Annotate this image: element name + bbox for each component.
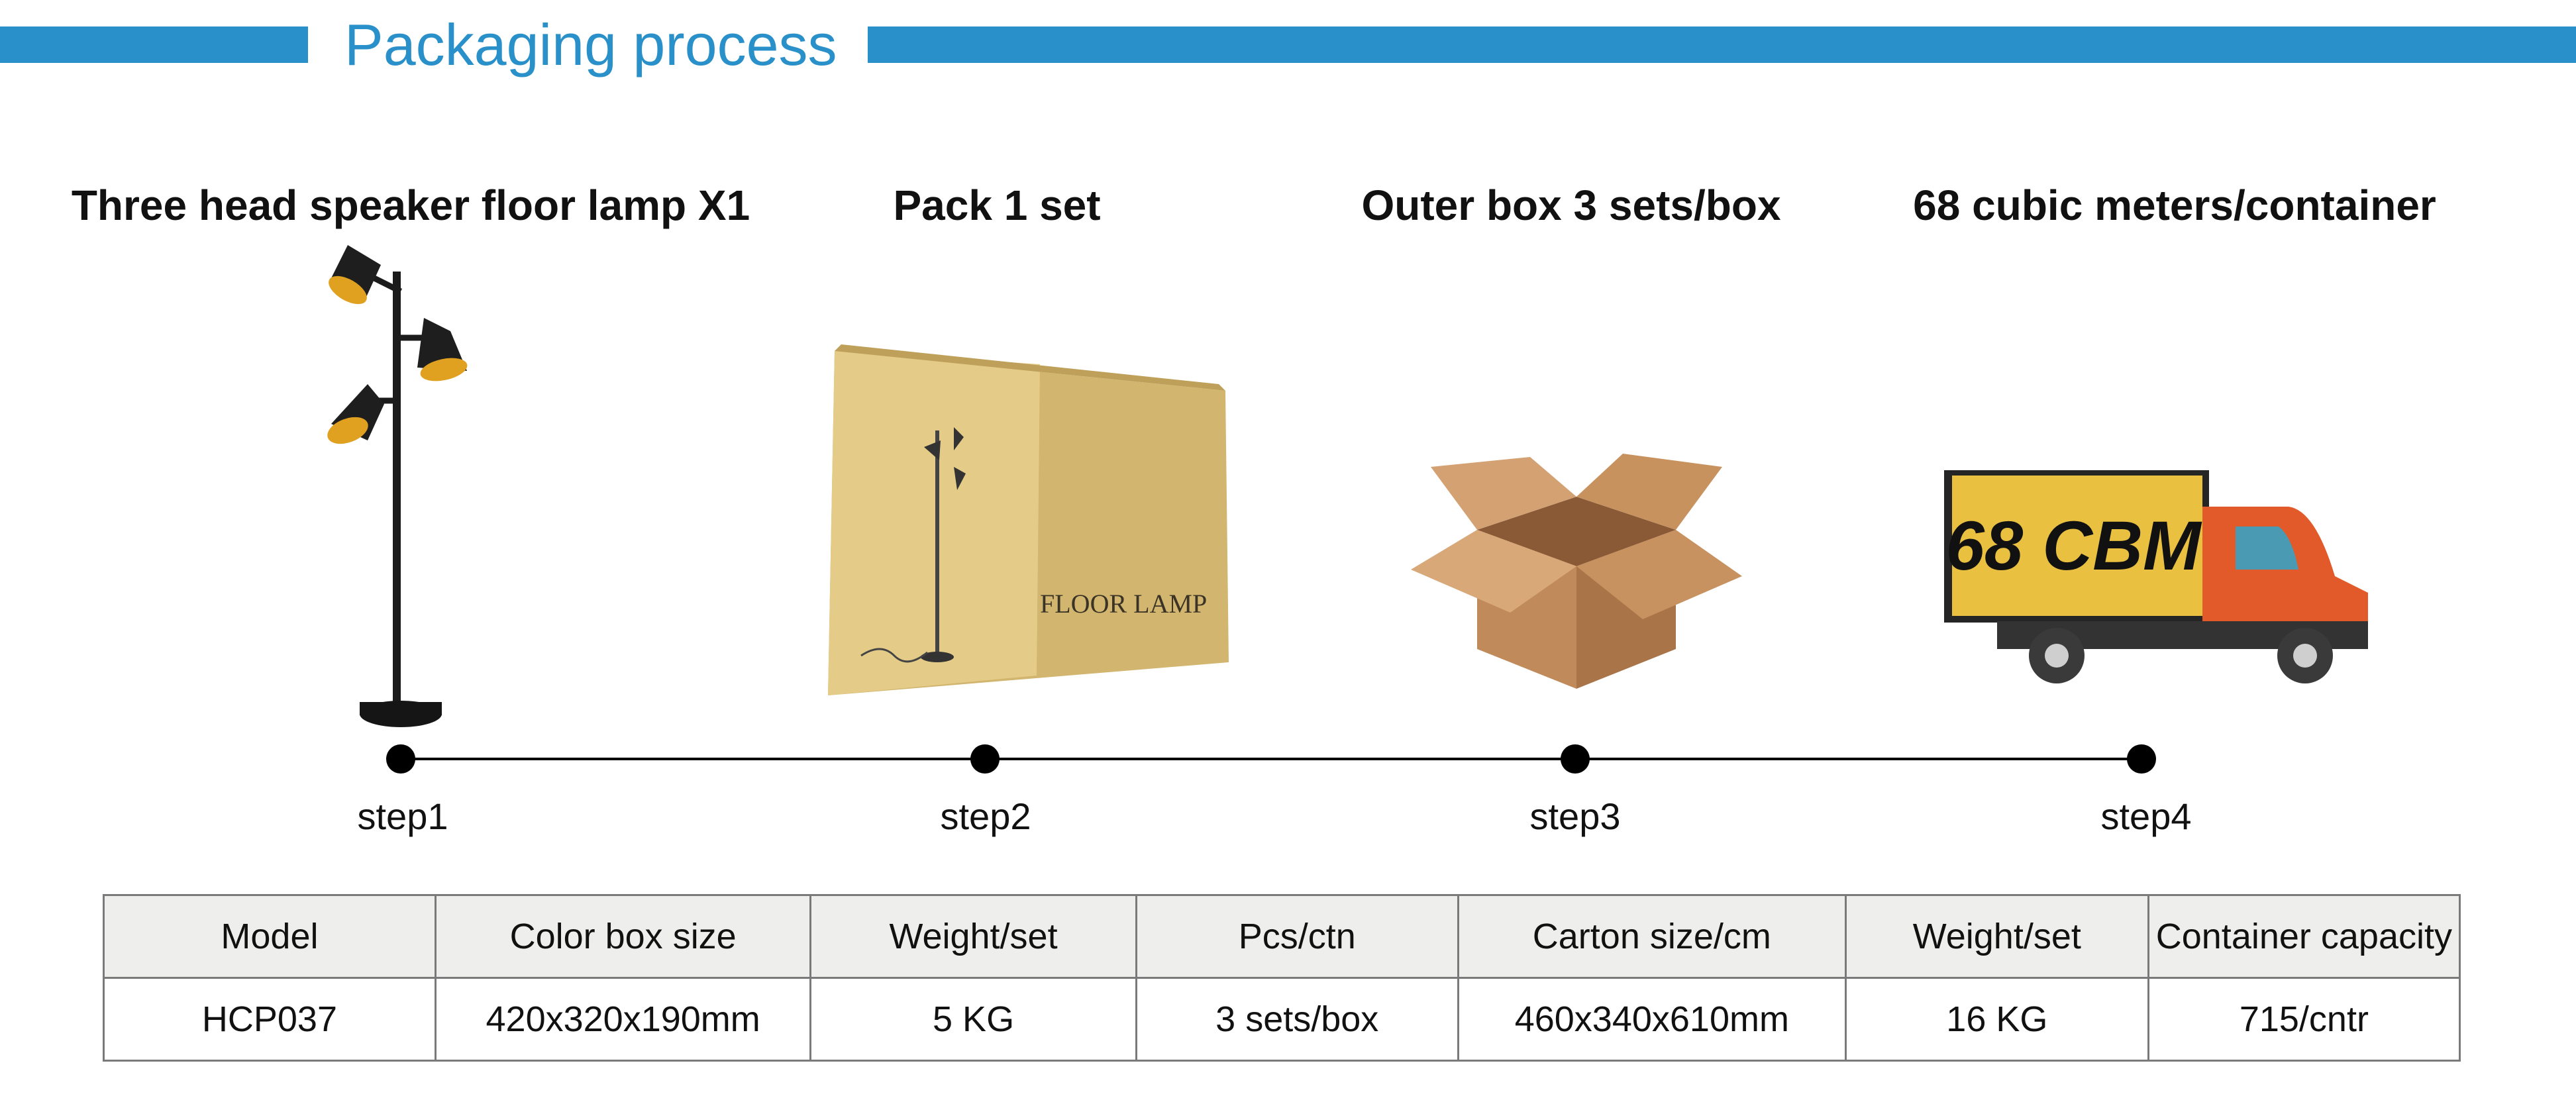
step4-label: step4 bbox=[2100, 795, 2192, 837]
step4-title: 68 cubic meters/container bbox=[1913, 181, 2436, 229]
header-carton-size: Carton size/cm bbox=[1457, 894, 1847, 979]
outer-carton-image bbox=[1411, 454, 1742, 689]
step3-dot bbox=[1561, 744, 1590, 774]
packaging-spec-table: Model Color box size Weight/set Pcs/ctn … bbox=[103, 894, 2461, 1062]
header-container-capacity: Container capacity bbox=[2147, 894, 2461, 979]
header-color-box-size: Color box size bbox=[434, 894, 812, 979]
header-bar-right bbox=[868, 26, 2576, 63]
header-pcs-ctn: Pcs/ctn bbox=[1135, 894, 1459, 979]
cell-container-capacity: 715/cntr bbox=[2147, 977, 2461, 1062]
header-weight-set: Weight/set bbox=[809, 894, 1137, 979]
step2-title: Pack 1 set bbox=[893, 181, 1101, 229]
truck-print-text: 68 CBM bbox=[1945, 507, 2202, 585]
cell-carton-size: 460x340x610mm bbox=[1457, 977, 1847, 1062]
table-row: HCP037 420x320x190mm 5 KG 3 sets/box 460… bbox=[103, 977, 2461, 1062]
step3-label: step3 bbox=[1529, 795, 1621, 837]
truck-image: 68 CBM bbox=[1944, 470, 2368, 683]
table-header-row: Model Color box size Weight/set Pcs/ctn … bbox=[103, 894, 2461, 979]
color-box-image: FLOOR LAMP bbox=[828, 344, 1229, 695]
step4-dot bbox=[2127, 744, 2156, 774]
header-model: Model bbox=[103, 894, 437, 979]
header-bar-left bbox=[0, 26, 308, 63]
cell-weight-set-2: 16 KG bbox=[1844, 977, 2149, 1062]
cell-model: HCP037 bbox=[103, 977, 437, 1062]
step2-dot bbox=[970, 744, 1000, 774]
timeline-line bbox=[401, 758, 2143, 760]
cell-color-box-size: 420x320x190mm bbox=[434, 977, 812, 1062]
floor-lamp-image bbox=[327, 245, 468, 727]
step1-dot bbox=[386, 744, 415, 774]
cell-pcs-ctn: 3 sets/box bbox=[1135, 977, 1459, 1062]
box-print-text: FLOOR LAMP bbox=[1040, 589, 1207, 619]
header-weight-set-2: Weight/set bbox=[1844, 894, 2149, 979]
page-title: Packaging process bbox=[344, 12, 837, 77]
step1-label: step1 bbox=[357, 795, 448, 837]
step2-label: step2 bbox=[940, 795, 1031, 837]
step1-title: Three head speaker floor lamp X1 bbox=[71, 181, 750, 229]
cell-weight-set: 5 KG bbox=[809, 977, 1137, 1062]
step3-title: Outer box 3 sets/box bbox=[1361, 181, 1781, 229]
